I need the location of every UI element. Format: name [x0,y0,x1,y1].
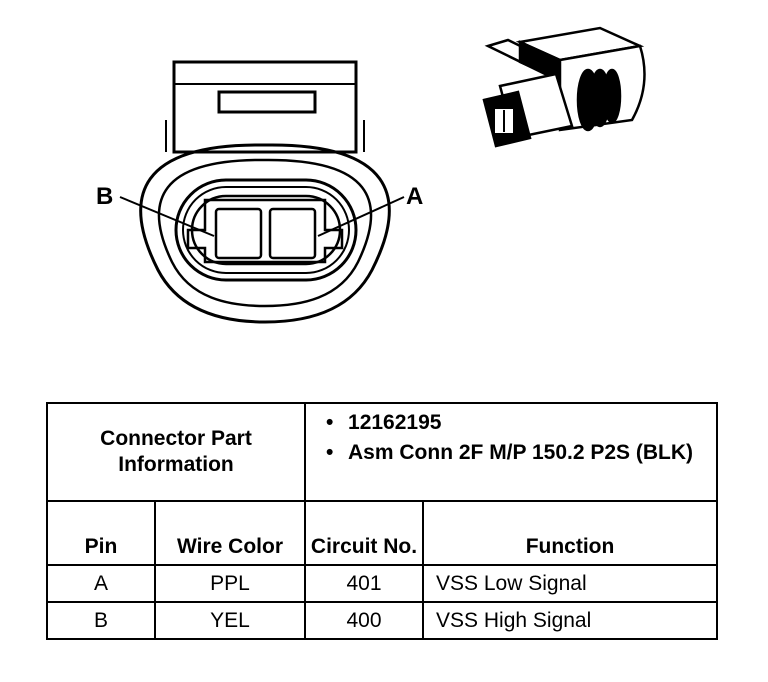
pin-a-terminal [268,207,317,260]
latch-window [217,90,317,114]
header-circuit-no: Circuit No. [304,500,425,566]
connector-diagram: B A [96,26,646,324]
outer-shell [139,143,391,324]
row-circuit-no: 401 [304,564,425,603]
seal-ring-outer [174,178,358,282]
terminal-cavity [186,198,344,264]
row-wire-color: PPL [153,564,307,603]
part-description: Asm Conn 2F M/P 150.2 P2S (BLK) [326,440,716,466]
row-pin: A [46,564,156,603]
pin-b-terminal [214,207,263,260]
pin-b-leader [119,196,215,237]
pin-a-leader [317,196,405,237]
row-function: VSS High Signal [422,601,719,640]
part-info-label: Connector Part Information [45,402,307,502]
pin-a-label: A [406,183,423,210]
connector-face-view [119,60,405,324]
connector-isometric-view [482,26,646,148]
header-function: Function [422,500,719,566]
pin-b-label: B [96,183,113,210]
table-row: B YEL 400 VSS High Signal [46,601,719,640]
header-pin: Pin [46,500,156,566]
row-wire-color: YEL [153,601,307,640]
header-wire-color: Wire Color [153,500,307,566]
row-function: VSS Low Signal [422,564,719,603]
connector-info-table: Connector Part Information 12162195 Asm … [45,402,719,640]
table-row: A PPL 401 VSS Low Signal [46,564,719,603]
latch-housing [172,60,358,154]
row-circuit-no: 400 [304,601,425,640]
part-number: 12162195 [326,410,716,436]
part-info-list: 12162195 Asm Conn 2F M/P 150.2 P2S (BLK) [304,402,719,502]
row-pin: B [46,601,156,640]
